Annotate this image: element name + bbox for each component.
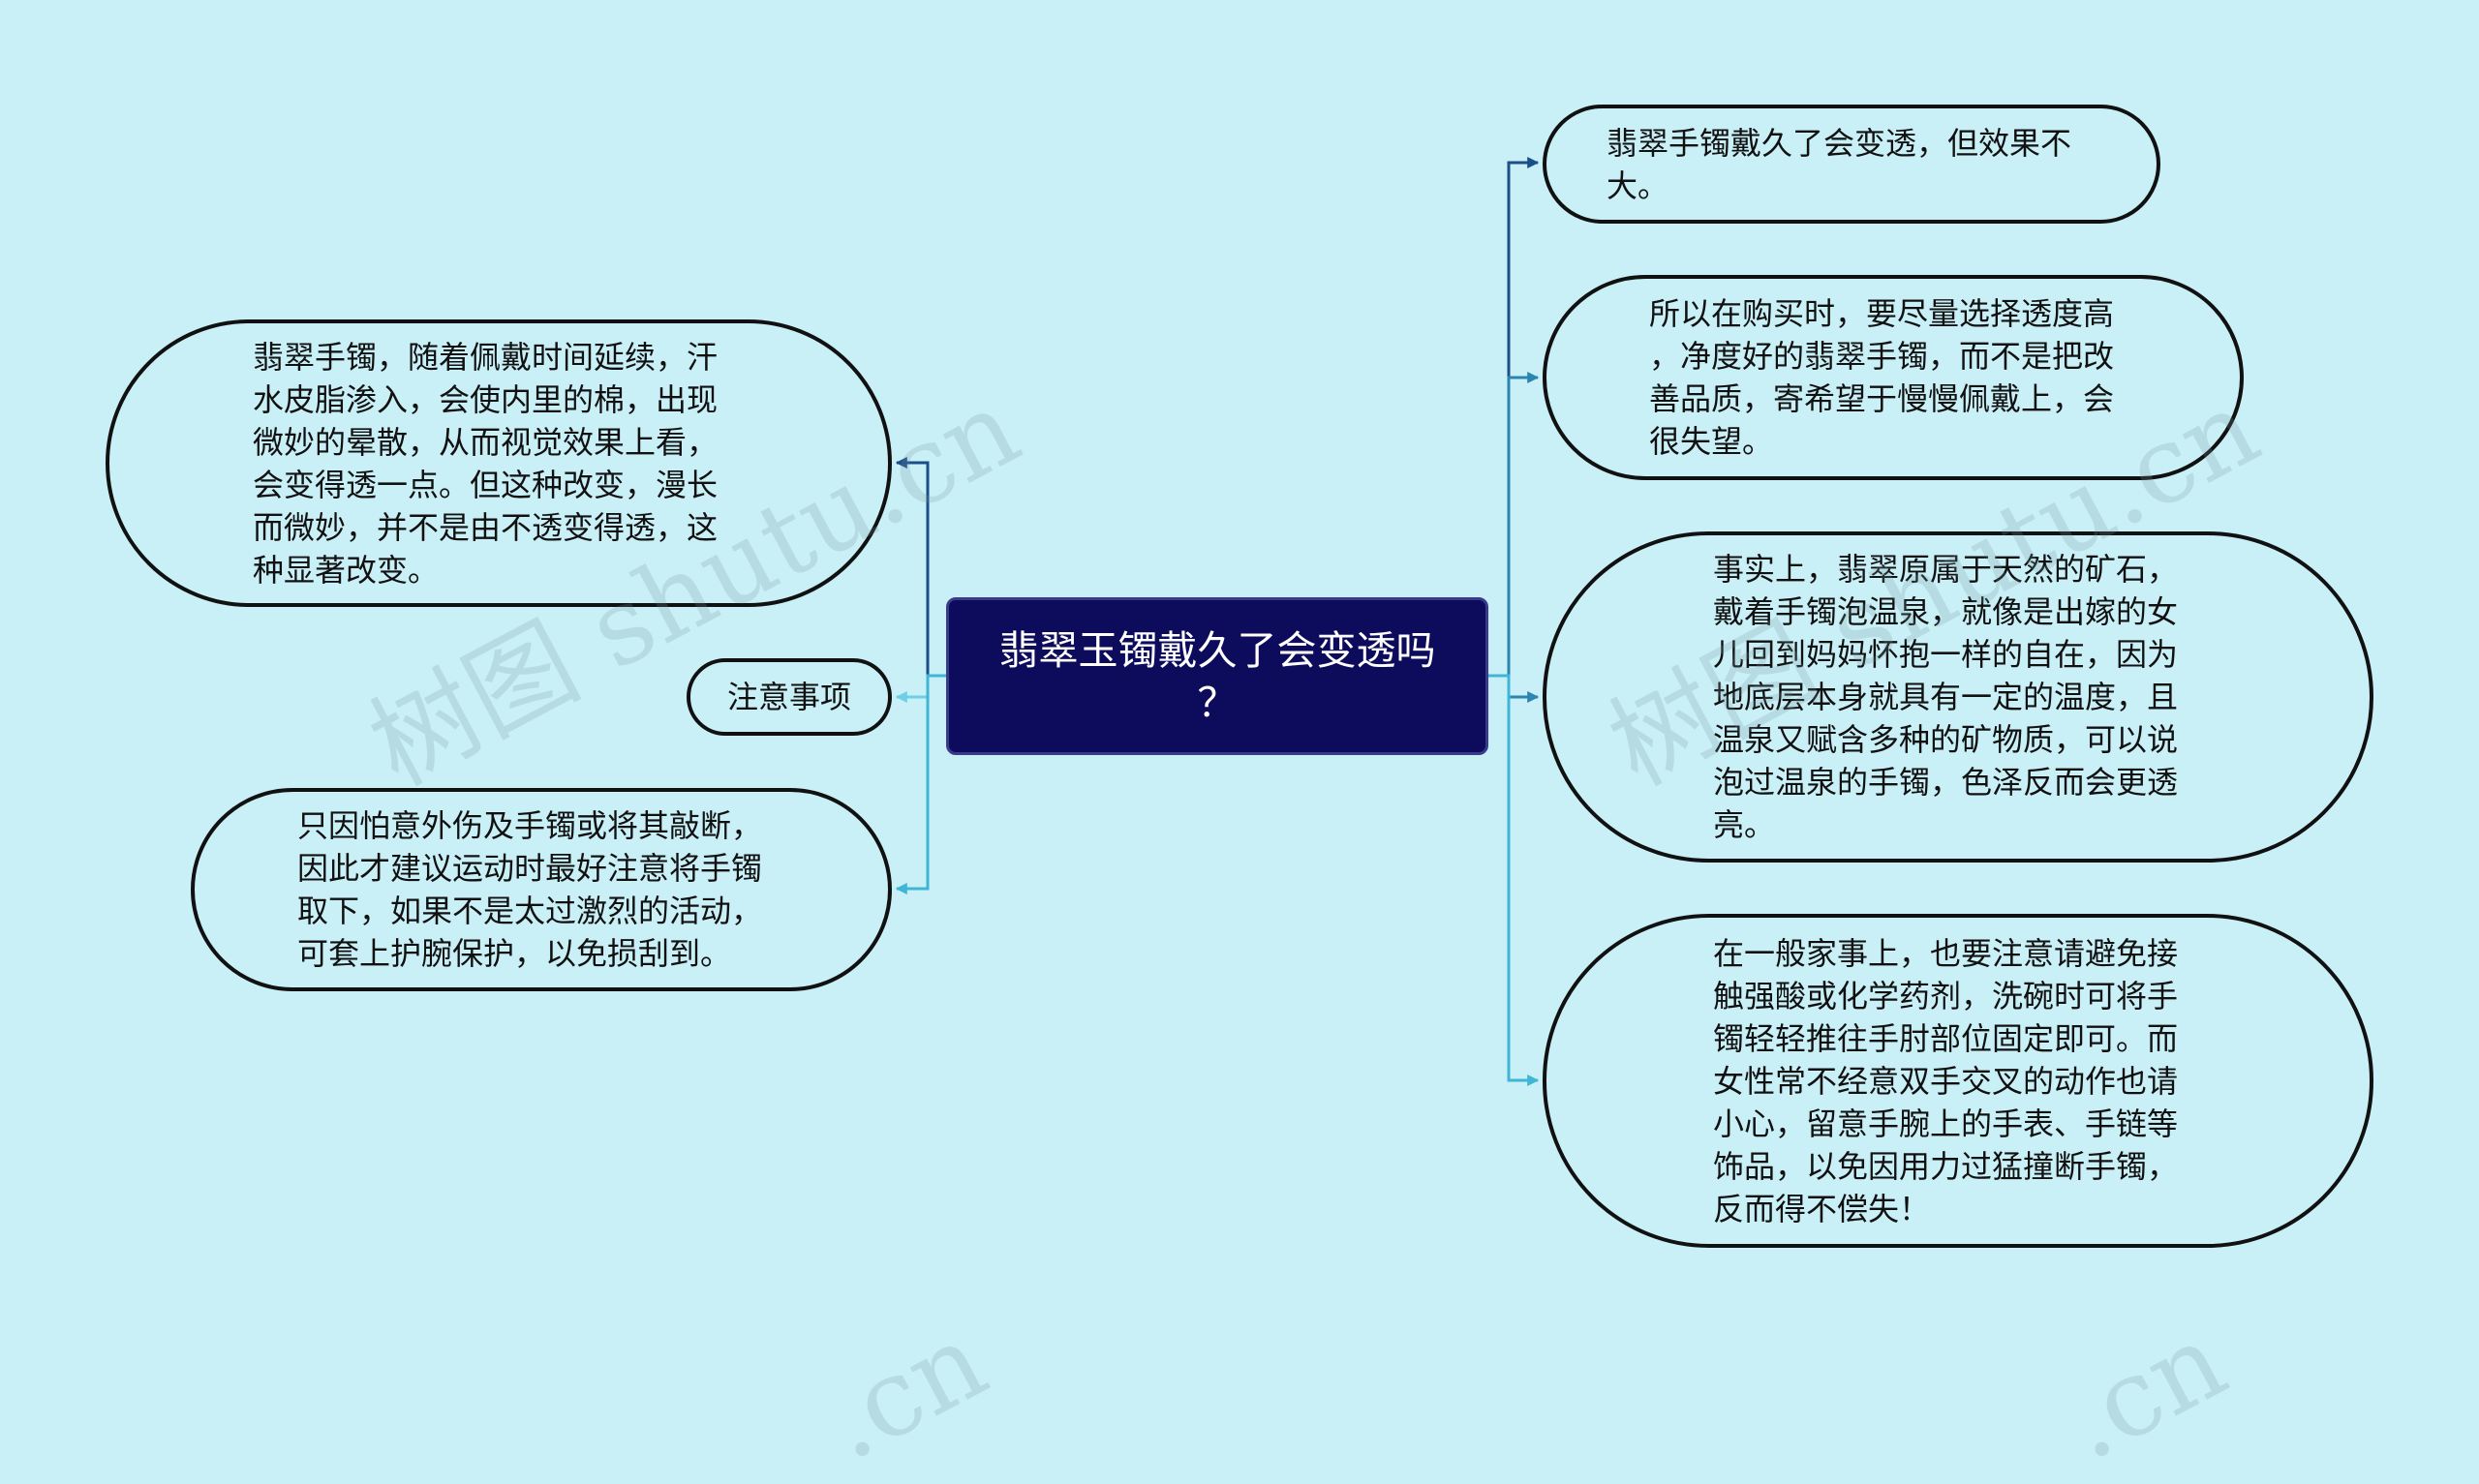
connector-root-to-left-1: [895, 457, 946, 678]
connector-root-to-left-3: [895, 674, 946, 894]
connector-root-to-right-4: [1488, 674, 1540, 1086]
left-topic-3[interactable]: 只因怕意外伤及手镯或将其敲断， 因此才建议运动时最好注意将手镯 取下，如果不是太…: [191, 788, 892, 991]
connector-root-to-left-2: [895, 674, 946, 703]
left-topic-2-text: 注意事项: [726, 679, 851, 715]
connector-root-to-right-1: [1488, 157, 1540, 678]
right-topic-2[interactable]: 所以在购买时，要尽量选择透度高 ，净度好的翡翠手镯，而不是把改 善品质，寄希望于…: [1543, 275, 2244, 480]
right-topic-4-text: 在一般家事上，也要注意请避免接 触强酸或化学药剂，洗碗时可将手 镯轻轻推往手肘部…: [1713, 934, 2179, 1227]
right-topic-3-text: 事实上，翡翠原属于天然的矿石， 戴着手镯泡温泉，就像是出嫁的女 儿回到妈妈怀抱一…: [1713, 551, 2179, 843]
root-topic-title: 翡翠玉镯戴久了会变透吗 ？: [998, 626, 1436, 726]
connector-root-to-right-2: [1488, 372, 1540, 678]
right-topic-2-text: 所以在购买时，要尽量选择透度高 ，净度好的翡翠手镯，而不是把改 善品质，寄希望于…: [1649, 295, 2115, 460]
left-topic-2[interactable]: 注意事项: [687, 658, 892, 736]
root-topic[interactable]: 翡翠玉镯戴久了会变透吗 ？: [946, 597, 1488, 755]
right-topic-4[interactable]: 在一般家事上，也要注意请避免接 触强酸或化学药剂，洗碗时可将手 镯轻轻推往手肘部…: [1543, 914, 2373, 1248]
right-topic-1-text: 翡翠手镯戴久了会变透，但效果不 大。: [1607, 124, 2072, 204]
right-topic-3[interactable]: 事实上，翡翠原属于天然的矿石， 戴着手镯泡温泉，就像是出嫁的女 儿回到妈妈怀抱一…: [1543, 531, 2373, 863]
left-topic-1-text: 翡翠手镯，随着佩戴时间延续，汗 水皮脂渗入，会使内里的棉，出现 微妙的晕散，从而…: [253, 338, 719, 589]
left-topic-3-text: 只因怕意外伤及手镯或将其敲断， 因此才建议运动时最好注意将手镯 取下，如果不是太…: [297, 807, 763, 972]
connector-root-to-right-3: [1488, 674, 1540, 703]
right-topic-1[interactable]: 翡翠手镯戴久了会变透，但效果不 大。: [1543, 105, 2160, 224]
connector-layer: [895, 157, 1540, 1086]
left-topic-1[interactable]: 翡翠手镯，随着佩戴时间延续，汗 水皮脂渗入，会使内里的棉，出现 微妙的晕散，从而…: [106, 319, 892, 607]
